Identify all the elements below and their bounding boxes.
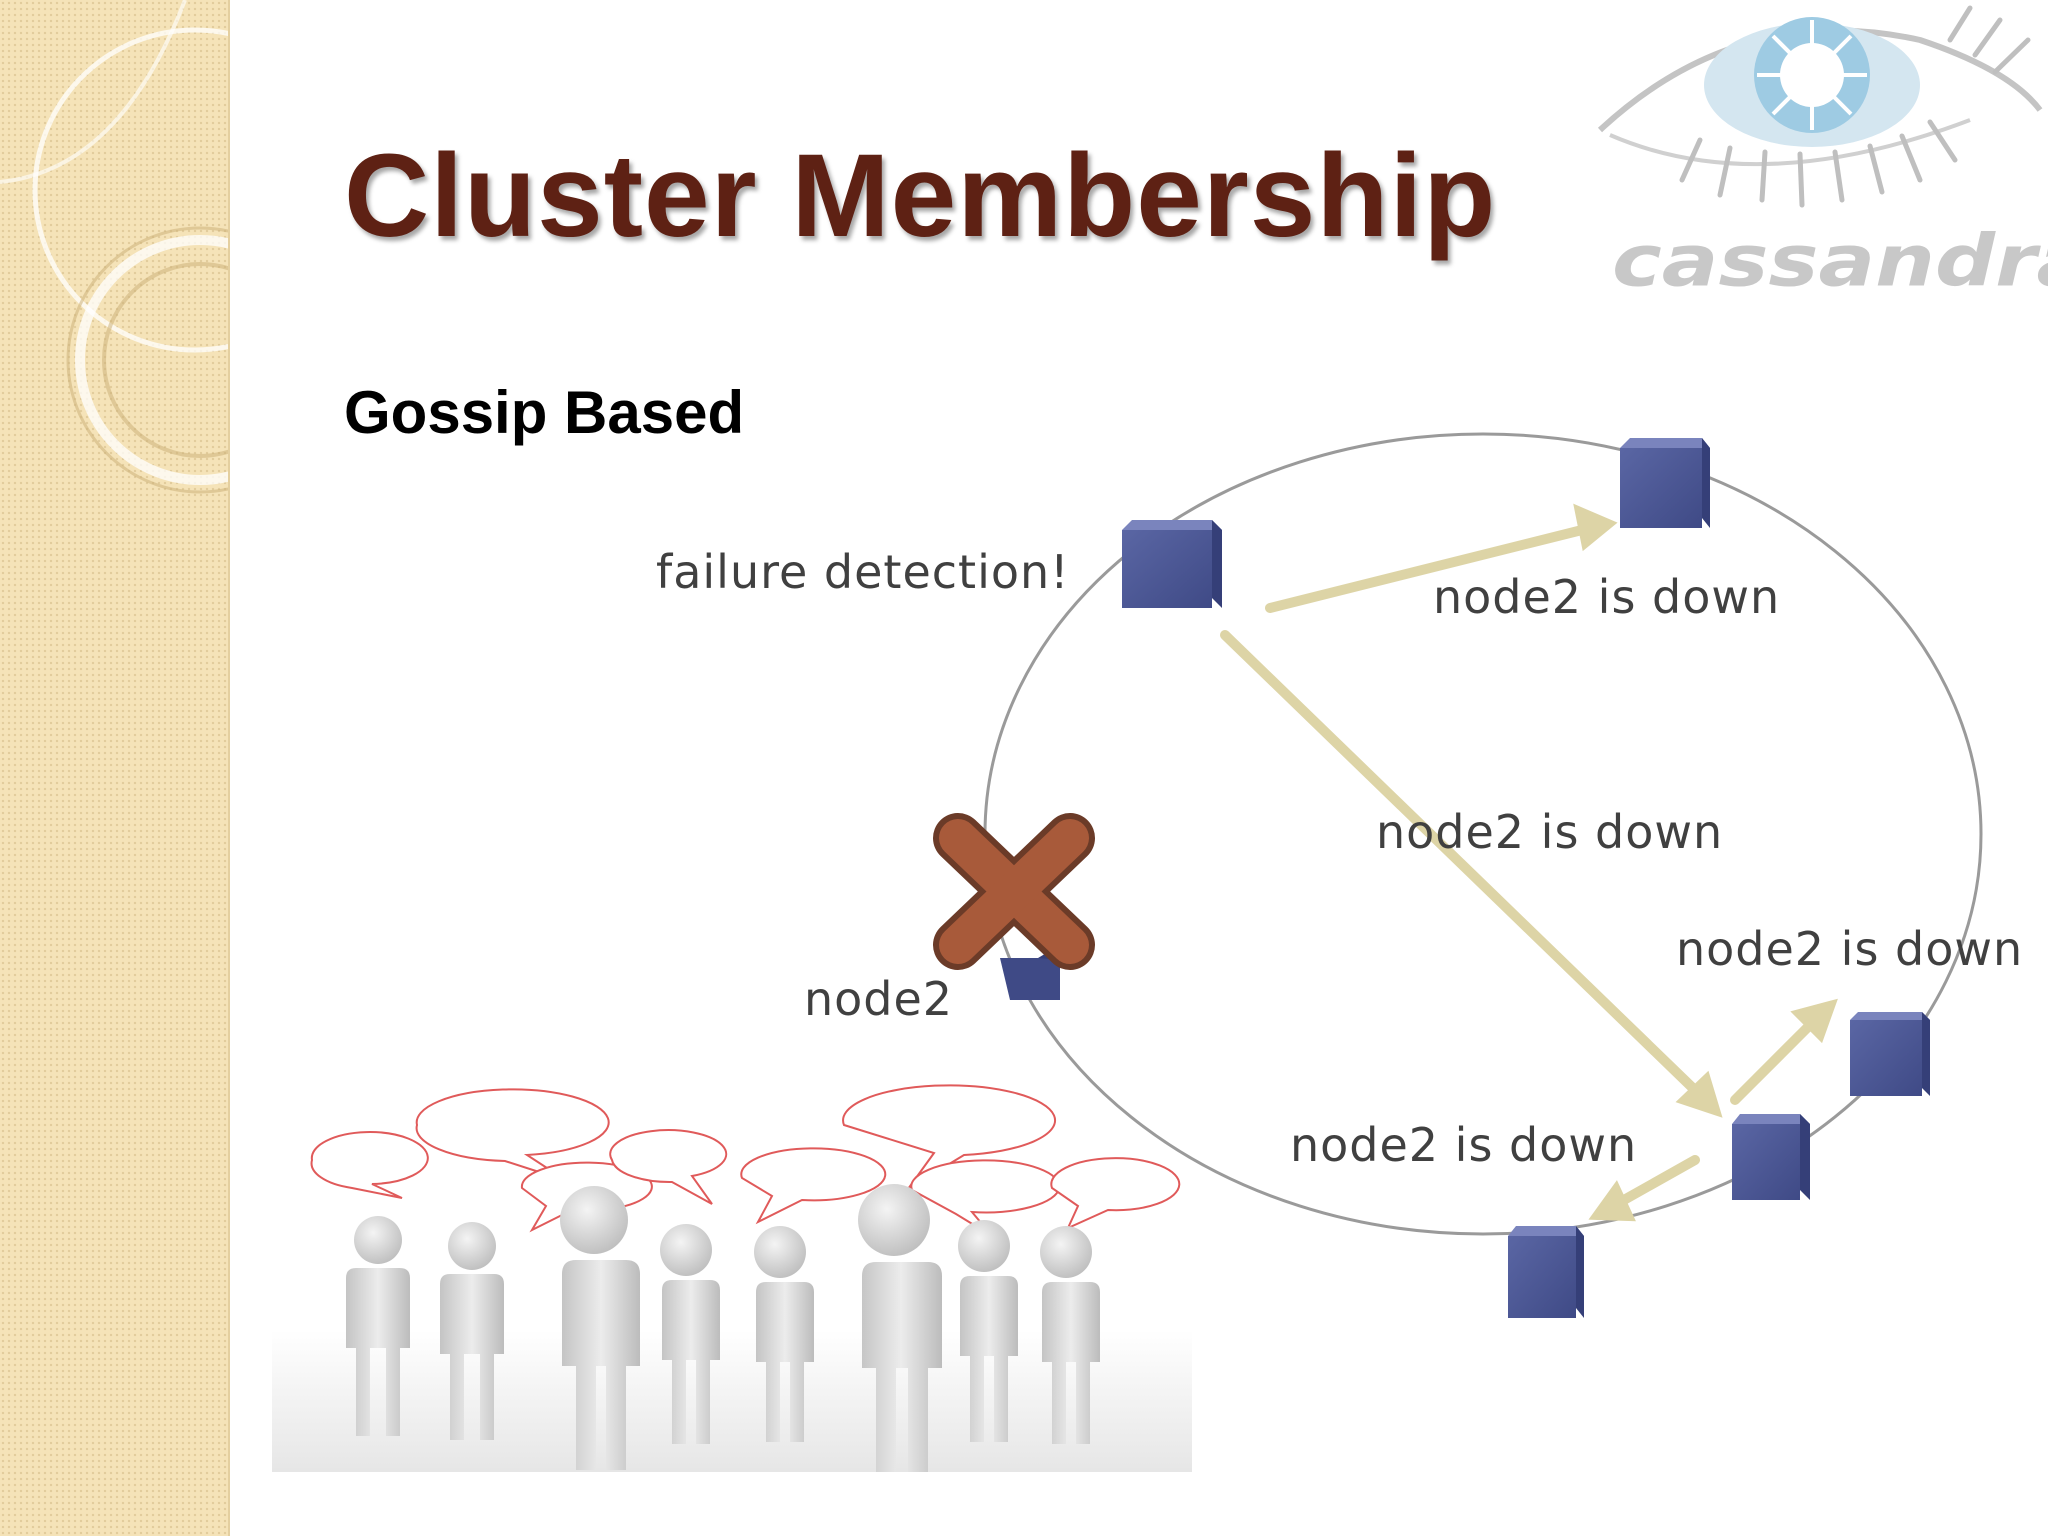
message-label-top: node2 is down — [1433, 570, 1781, 624]
slide-subtitle: Gossip Based — [344, 379, 745, 446]
node-cube-failure-detector — [1122, 520, 1222, 608]
node-cube-bottom-right — [1732, 1114, 1810, 1200]
message-label-middle: node2 is down — [1376, 805, 1724, 859]
node-cube-bottom — [1508, 1226, 1584, 1318]
message-label-right: node2 is down — [1676, 922, 2024, 976]
cassandra-wordmark: cassandra — [1612, 219, 2048, 303]
gossip-arrow-diagonal — [1220, 630, 1705, 1100]
failure-detection-label: failure detection! — [656, 545, 1070, 599]
decorative-rings-icon — [0, 0, 228, 494]
failed-node-label: node2 — [804, 972, 954, 1026]
gossip-arrow-bottom — [1610, 1155, 1700, 1210]
decorative-side-panel — [0, 0, 230, 1536]
gossip-arrow-top — [1265, 523, 1595, 613]
slide-title: Cluster Membership — [344, 130, 1497, 262]
cassandra-eye-icon — [1597, 5, 2043, 208]
people-gossip-icon — [272, 1084, 1192, 1472]
message-label-bottom: node2 is down — [1290, 1118, 1638, 1172]
node-cube-right — [1850, 1012, 1930, 1096]
failure-x-icon — [933, 813, 1095, 970]
gossip-arrow-right — [1730, 1015, 1820, 1105]
node-cube-top-right — [1620, 438, 1710, 528]
gossip-ring-diagram: failure detection! node2 is down node2 i… — [640, 400, 2048, 1360]
